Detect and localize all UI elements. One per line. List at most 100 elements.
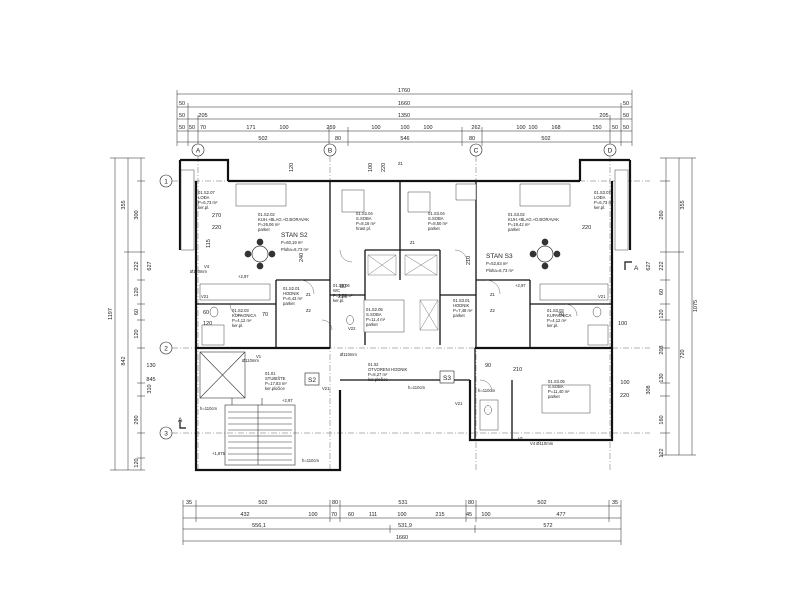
dim-label: 310: [147, 384, 153, 393]
room-floor: ker.pločice: [265, 386, 285, 391]
room-floor: ker.pločice: [368, 377, 388, 382]
room-name: WC: [333, 288, 340, 293]
level-mark: +2,97: [238, 274, 249, 279]
door-swing: [454, 249, 468, 263]
room-name: HODNIK: [453, 303, 469, 308]
dim-label: 531: [398, 500, 407, 506]
pipe-label: h=110cm: [478, 388, 496, 393]
room-label: 01.S3.04 S.SOBA P=8,50 m² parket: [428, 211, 448, 231]
dim-label: 842: [121, 356, 127, 365]
opening-dim: 70: [262, 312, 268, 318]
room-area: P=26,06 m²: [258, 222, 280, 227]
opening-dim: 210: [513, 367, 522, 373]
axis-a-label: A: [196, 148, 201, 155]
dim-label: 100: [308, 512, 317, 518]
apartment-loggia: Ploha=6,73 m²: [281, 247, 309, 252]
room-name: KUH.+BLAG.+D.BORAVAK: [258, 217, 309, 222]
loggia-planter: [614, 169, 629, 251]
opening-dim: 60: [203, 310, 209, 316]
axis-labels: A B C D 1 2 3: [164, 148, 612, 438]
room-floor: hrast pl.: [356, 226, 371, 231]
dim-label: 215: [435, 512, 444, 518]
axis-c-label: C: [474, 148, 479, 155]
dim-label: 50: [623, 101, 629, 107]
room-name: S.SOBA: [548, 384, 564, 389]
top-dimension-labels: 1760 50 1660 50 50 205 1350 205 50 50 50…: [179, 88, 629, 142]
v-mark: V1: [256, 354, 262, 359]
dim-label: 50: [612, 125, 618, 131]
door-swing: [339, 249, 353, 263]
room-label: 01.02 OTVORENI HODNIK P=8,27 m² ker.ploč…: [368, 362, 408, 382]
opening-dim: 100: [368, 163, 374, 172]
beds: [235, 183, 591, 414]
dim-label: 355: [680, 200, 686, 209]
room-area: P=6,43 m²: [283, 296, 303, 301]
bed-icon: [541, 384, 591, 414]
z-marks: Z1 Z1 Z1 Z1 Z2 Z2: [306, 161, 496, 313]
opening-dim: 90: [485, 363, 491, 369]
v-mark: V21: [455, 401, 463, 406]
left-dimensions: [110, 157, 145, 471]
apartment-area: P=60,19 m²: [281, 240, 303, 245]
opening-dim: 210: [466, 256, 472, 265]
room-code: 01.S2.06: [333, 283, 350, 288]
room-label: 01.01 STUBIŠTE P=17,83 m² ker.pločice: [265, 371, 287, 391]
door-swing: [485, 279, 501, 295]
room-floor: ker.pl.: [333, 298, 344, 303]
room-name: S.SOBA: [366, 312, 382, 317]
dim-label: 100: [397, 512, 406, 518]
dim-label: 259: [326, 125, 335, 131]
pipe-label: Ø110mm: [190, 269, 207, 274]
toilet-icon: [484, 405, 492, 415]
dim-label: 120: [134, 458, 140, 467]
room-name: LOĐA: [198, 195, 210, 200]
dim-label: 120: [659, 309, 665, 318]
dim-label: 1350: [398, 113, 410, 119]
dim-label: 70: [200, 125, 206, 131]
dim-label: 205: [198, 113, 207, 119]
table-icon: [251, 245, 269, 263]
dim-label: 262: [471, 125, 480, 131]
room-area: P=6,73 m²: [594, 200, 614, 205]
opening-dim: 220: [212, 225, 221, 231]
door-swing: [564, 303, 578, 317]
room-area: P=19,42 m²: [508, 222, 530, 227]
room-name: KUPAONICA: [232, 313, 257, 318]
z-mark: Z1: [410, 240, 416, 245]
opening-dim: 80: [340, 284, 346, 290]
kitchen-counter-icon: [199, 283, 271, 301]
pipe-labels: Ø110mm Ø110mm Ø110mm V4 Ø110mm h=110cm h…: [190, 269, 554, 463]
v-marks: V4 V1 V21 V21 V21 V21 V22 V1: [201, 264, 606, 441]
dim-label: 130: [659, 373, 665, 382]
room-label: 01.S2.01 HODNIK P=6,43 m² parket: [283, 286, 303, 306]
opening-dim: 210: [338, 294, 347, 300]
dim-label: 100: [423, 125, 432, 131]
dim-label: 50: [179, 113, 185, 119]
dim-label: 50: [623, 113, 629, 119]
dim-label: 502: [541, 136, 550, 142]
room-code: 01.02: [368, 362, 379, 367]
dim-label: 80: [332, 500, 338, 506]
dim-label: 168: [551, 125, 560, 131]
section-mark-label: A: [178, 417, 183, 424]
dim-label: 502: [258, 500, 267, 506]
section-markers: [179, 261, 632, 429]
room-code: 01.S3.01: [453, 298, 470, 303]
dim-label: 531,9: [398, 523, 412, 529]
room-code: 01.S3.07: [594, 190, 611, 195]
room-name: STUBIŠTE: [265, 376, 286, 381]
room-label: 01.S2.06 WC P=1,31 m² ker.pl.: [333, 283, 353, 303]
dim-label: 160: [659, 415, 665, 424]
room-floor: ker.pl.: [547, 323, 558, 328]
bottom-dimensions: [182, 500, 622, 545]
dim-label: 50: [179, 101, 185, 107]
v-mark: V4: [204, 264, 210, 269]
toilet-icon: [346, 315, 354, 325]
room-area: P=8,27 m²: [368, 372, 388, 377]
kitchen-counter-icon: [539, 283, 609, 301]
dim-label: 100: [400, 125, 409, 131]
axis-1-label: 1: [164, 179, 168, 186]
room-code: 01.S2.02: [258, 212, 275, 217]
dim-label: 111: [369, 512, 377, 518]
dim-label: 720: [680, 349, 686, 358]
